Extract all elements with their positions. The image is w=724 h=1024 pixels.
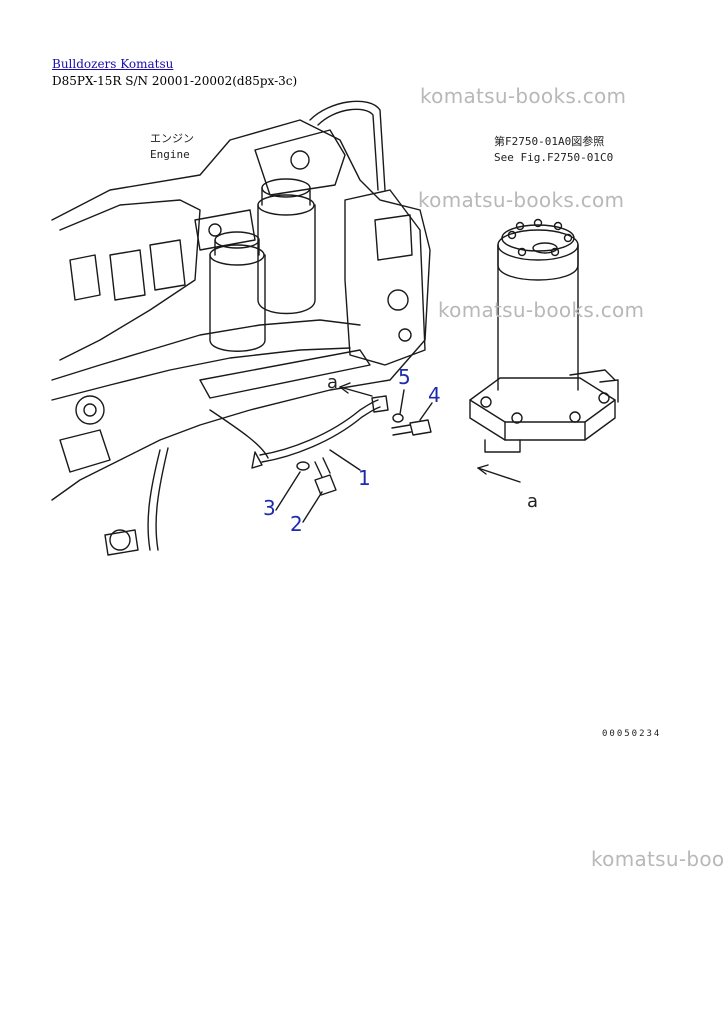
watermark: komatsu-books.com xyxy=(418,188,625,212)
reference-label-jp: 第F2750-01A0図参照 xyxy=(494,134,604,148)
washer-part-5 xyxy=(392,413,404,423)
callout-4: 4 xyxy=(428,383,441,407)
watermark: komatsu-books.com xyxy=(438,298,645,322)
bolt-part-2 xyxy=(314,457,337,496)
breadcrumb: Bulldozers Komatsu xyxy=(52,57,173,71)
callout-1: 1 xyxy=(358,466,371,490)
bolt-part-4 xyxy=(391,419,432,436)
washer-part-3 xyxy=(296,461,310,471)
engine-label-en: Engine xyxy=(150,148,190,161)
filter-assembly-view-a xyxy=(469,218,619,453)
view-marker-a-left: a xyxy=(327,372,338,393)
reference-label-en: See Fig.F2750-01C0 xyxy=(494,151,613,164)
view-marker-a-right: a xyxy=(527,491,538,512)
watermark: komatsu-books.com xyxy=(420,84,627,108)
engine-filters xyxy=(194,100,386,352)
hose-part-1 xyxy=(209,395,389,469)
engine-label-jp: エンジン xyxy=(150,132,194,145)
engine-assembly xyxy=(51,119,431,556)
callout-5: 5 xyxy=(398,365,411,389)
callout-2: 2 xyxy=(290,512,303,536)
callout-3: 3 xyxy=(263,496,276,520)
watermark: komatsu-boo xyxy=(591,847,724,871)
breadcrumb-link-bulldozers[interactable]: Bulldozers Komatsu xyxy=(52,57,174,71)
flywheel-housing xyxy=(344,189,426,366)
model-serial-line: D85PX-15R S/N 20001-20002(d85px-3c) xyxy=(52,74,298,88)
drawing-code: 00050234 xyxy=(602,729,662,739)
parts-diagram: エンジン Engine 第F2750-01A0図参照 See Fig.F2750… xyxy=(51,100,619,556)
